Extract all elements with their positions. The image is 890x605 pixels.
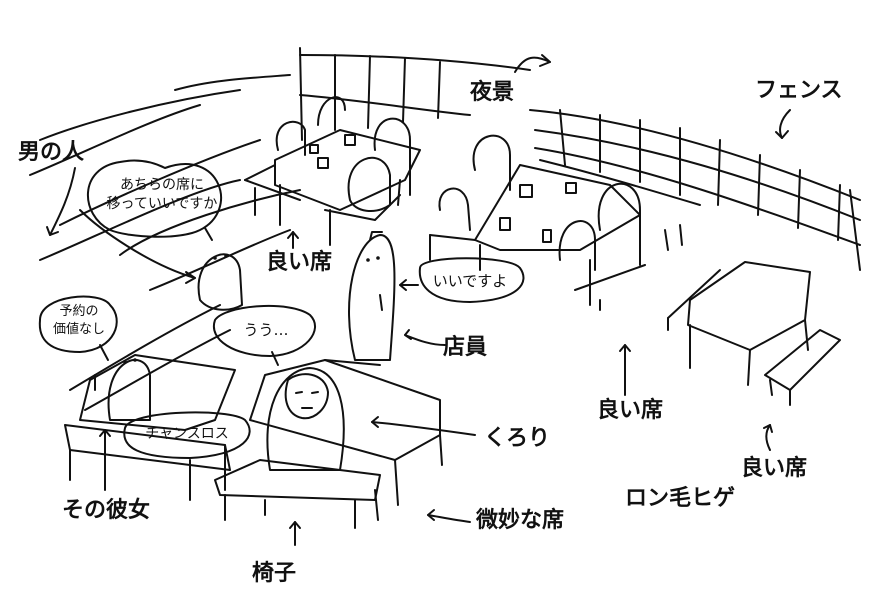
bubble-no-reservation-text: 予約の 価値なし [44,303,114,338]
label-kurori: くろり [484,426,551,451]
bubble-man-line2: 移っていいですか [106,195,218,212]
person-kurori [266,367,345,471]
bubble-man-text: あちらの席に 移っていいですか [92,176,232,214]
person-girlfriend [107,358,151,421]
speech-bubbles [38,159,525,459]
label-good-seat-3: 良い席 [741,456,808,481]
table-right-empty [667,261,841,406]
bubble-chance-loss [123,411,251,459]
label-staff: 店員 [443,335,488,360]
table-front-center [249,359,443,506]
person-staff [348,231,396,361]
label-chair: 椅子 [252,561,297,586]
bubble-staff-reply [418,257,525,303]
bubble-chance-loss-text: チャンスロス [145,426,229,442]
people-back-left [275,96,411,212]
table-back-left [244,129,421,246]
bubble-man-line1: あちらの席に [120,177,204,193]
bubble-no-reservation [38,295,118,353]
table-front-left [64,354,236,501]
bubble-no-reservation-line2: 価値なし [52,321,105,337]
bubble-groan [212,305,316,357]
label-man: 男の人 [18,140,85,165]
label-his-girlfriend: その彼女 [62,498,151,523]
people-back-right [438,134,641,271]
label-subtle-seat: 微妙な席 [476,508,565,533]
bubble-staff-reply-text: いいですよ [432,272,508,290]
label-night-view: 夜景 [470,80,515,105]
label-good-seat-1: 良い席 [266,250,333,275]
label-long-hair-beard: ロン毛ヒゲ [625,486,736,511]
person-man [197,253,243,311]
bench-front [214,459,381,529]
arrows [46,54,791,546]
bubble-no-reservation-line1: 予約の [59,304,99,319]
bubble-groan-text: うう… [243,321,289,339]
fence [299,47,861,271]
bubble-man [87,159,222,238]
label-good-seat-2: 良い席 [597,398,664,423]
label-fence: フェンス [755,78,843,103]
railing-lines [29,74,301,411]
